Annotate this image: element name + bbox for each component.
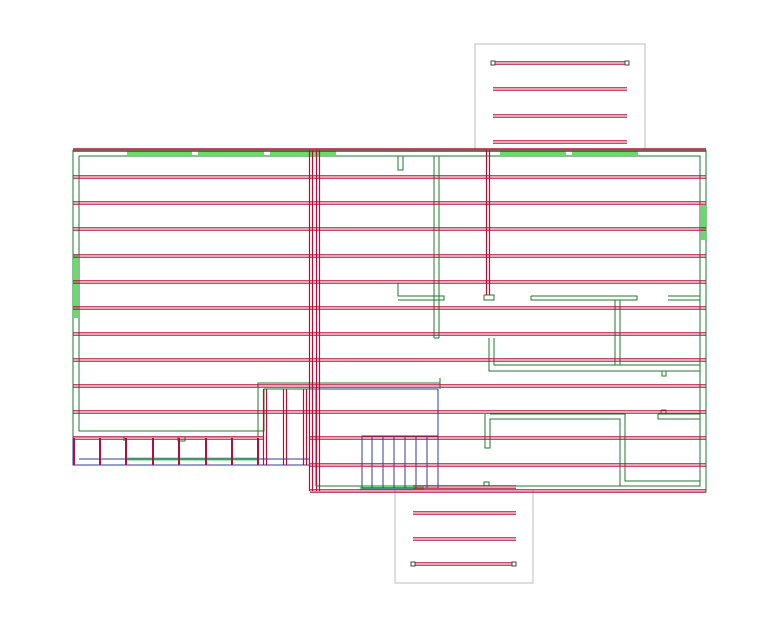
top-landing-outline xyxy=(474,43,646,150)
deck-outlines xyxy=(394,43,646,584)
wall-notch-top xyxy=(397,156,404,171)
room-lower-wall-b xyxy=(490,413,700,482)
wall-notch-bottom xyxy=(483,481,490,486)
interior-wall-stub-left xyxy=(397,283,445,301)
joist-lines xyxy=(73,61,706,566)
room-lower-wall-a xyxy=(484,414,621,486)
room-bottom-wall-a xyxy=(488,338,700,372)
stair-lines xyxy=(72,388,439,489)
bottom-landing-outline xyxy=(394,490,534,584)
post-marker xyxy=(410,561,416,567)
room-lower-wall-c xyxy=(657,414,700,420)
room-bottom-wall-b xyxy=(493,338,615,366)
west-wall-outer xyxy=(72,150,440,438)
interior-wall-mid xyxy=(530,295,638,301)
post-marker xyxy=(511,561,517,567)
interior-post-box xyxy=(483,294,495,301)
porch-outline xyxy=(72,437,310,466)
post-marker xyxy=(624,60,630,66)
post-markers xyxy=(410,60,630,567)
wall-notch-mid xyxy=(661,371,667,377)
stair-well xyxy=(310,388,439,486)
interior-wall-right xyxy=(668,295,701,301)
post-marker xyxy=(490,60,496,66)
